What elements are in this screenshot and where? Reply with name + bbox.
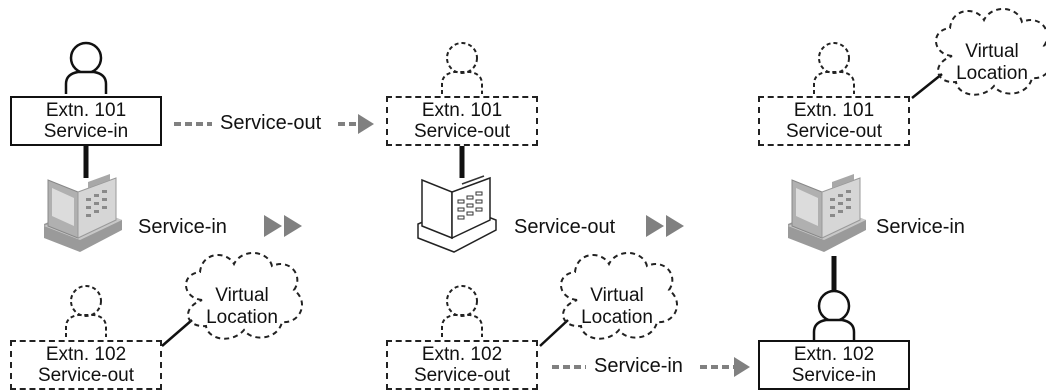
- user-absent-icon: [441, 285, 483, 338]
- cloud-line: Virtual: [215, 285, 269, 306]
- extension-number: Extn. 101: [45, 100, 127, 121]
- cloud-line: Virtual: [590, 285, 644, 306]
- phone-status-label: Service-out: [514, 216, 616, 238]
- extension-number: Extn. 102: [793, 344, 875, 365]
- double-arrow-icon: [264, 215, 302, 237]
- cloud-label: Virtual Location: [562, 285, 672, 329]
- phone-icon: [417, 175, 497, 253]
- user-absent-icon: [65, 285, 107, 338]
- user-absent-icon: [813, 42, 855, 95]
- user-icon: [812, 289, 856, 344]
- extension-102-box: Extn. 102 Service-out: [10, 340, 162, 390]
- extension-101-box: Extn. 101 Service-out: [758, 96, 910, 146]
- cloud-line: Location: [956, 63, 1028, 84]
- extension-status: Service-in: [791, 365, 877, 386]
- extension-number: Extn. 102: [421, 344, 503, 365]
- phone-status-label: Service-in: [876, 216, 965, 238]
- cloud-label: Virtual Location: [187, 285, 297, 329]
- user-absent-icon: [441, 42, 483, 95]
- extension-number: Extn. 101: [793, 100, 875, 121]
- extension-status: Service-in: [43, 121, 129, 142]
- extension-status: Service-out: [37, 365, 135, 386]
- extension-102-box: Extn. 102 Service-out: [386, 340, 538, 390]
- cloud-label: Virtual Location: [937, 41, 1046, 85]
- phone-icon: [43, 173, 123, 253]
- cloud-connector: [911, 73, 943, 99]
- cloud-line: Location: [206, 307, 278, 328]
- transition-label: Service-in: [594, 355, 683, 377]
- double-arrow-icon: [646, 215, 684, 237]
- extension-status: Service-out: [413, 365, 511, 386]
- transition-label: Service-out: [220, 112, 322, 134]
- service-out-arrow: [174, 114, 374, 134]
- phone-status-label: Service-in: [138, 216, 227, 238]
- extension-status: Service-out: [785, 121, 883, 142]
- cloud-line: Location: [581, 307, 653, 328]
- user-icon: [64, 41, 108, 96]
- phone-icon: [787, 173, 867, 253]
- extension-101-box: Extn. 101 Service-out: [386, 96, 538, 146]
- extension-number: Extn. 101: [421, 100, 503, 121]
- extension-status: Service-out: [413, 121, 511, 142]
- cloud-line: Virtual: [965, 41, 1019, 62]
- extension-101-box: Extn. 101 Service-in: [10, 96, 162, 146]
- cloud-connector: [161, 319, 193, 347]
- extension-number: Extn. 102: [45, 344, 127, 365]
- cloud-connector: [539, 319, 569, 347]
- service-in-arrow: [552, 357, 750, 377]
- extension-102-box: Extn. 102 Service-in: [758, 340, 910, 390]
